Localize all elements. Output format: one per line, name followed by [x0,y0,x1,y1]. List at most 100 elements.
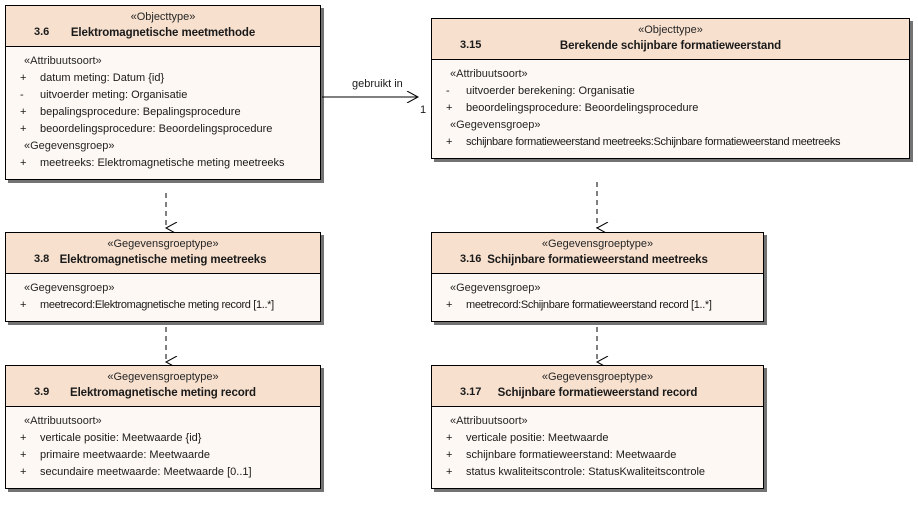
compartment-label: «Gegevensgroep» [24,282,115,294]
class-title-row: 3.15 Berekende schijnbare formatieweerst… [438,37,903,53]
feature-row: + schijnbare formatieweerstand: Meetwaar… [436,447,759,464]
compartment-label: «Attribuutsoort» [450,415,528,427]
class-schijnbare-formatieweerstand-meetreeks[interactable]: «Gegevensgroeptype» 3.16 Schijnbare form… [431,232,764,322]
class-stereotype: «Gegevensgroeptype» [107,238,219,250]
feature-text: datum meting: Datum {id} [40,72,165,84]
class-body: «Gegevensgroep» + meetrecord:Schijnbare … [432,274,763,321]
feature-row: + schijnbare formatieweerstand meetreeks… [436,134,905,151]
class-header: «Gegevensgroeptype» 3.17 Schijnbare form… [432,366,763,407]
class-stereotype: «Gegevensgroeptype» [541,371,654,383]
feature-text: schijnbare formatieweerstand meetreeks:S… [466,136,841,148]
feature-row: - uitvoerder meting: Organisatie [10,87,316,104]
class-stereotype: «Gegevensgroeptype» [107,371,219,383]
visibility-marker: + [20,449,27,461]
feature-text: bepalingsprocedure: Bepalingsprocedure [40,106,241,118]
class-body: «Attribuutsoort» + verticale positie: Me… [6,407,320,488]
visibility-marker: + [20,72,27,84]
feature-row: - uitvoerder berekening: Organisatie [436,83,905,100]
visibility-marker: + [20,106,27,118]
feature-text: schijnbare formatieweerstand: Meetwaarde [466,449,677,461]
class-name: Schijnbare formatieweerstand meetreeks [487,254,708,266]
visibility-marker: + [20,299,27,311]
class-elektromagnetische-meetmethode[interactable]: «Objecttype» 3.6 Elektromagnetische meet… [5,5,321,180]
feature-text: meetrecord:Schijnbare formatieweerstand … [466,299,712,311]
visibility-marker: + [20,432,27,444]
feature-row: + beoordelingsprocedure: Beoordelingspro… [10,121,316,138]
class-number: 3.16 [460,253,482,265]
compartment-label: «Attribuutsoort» [450,68,528,80]
class-header: «Objecttype» 3.6 Elektromagnetische meet… [6,6,320,47]
feature-row: + bepalingsprocedure: Bepalingsprocedure [10,104,316,121]
feature-row: + secundaire meetwaarde: Meetwaarde [0..… [10,464,316,481]
class-number: 3.8 [34,253,50,265]
connector-multiplicity-target: 1 [420,104,427,116]
class-title-row: 3.17 Schijnbare formatieweerstand record [438,384,757,400]
class-stereotype: «Gegevensgroeptype» [541,238,654,250]
feature-row: + verticale positie: Meetwaarde {id} [10,430,316,447]
class-name: Berekende schijnbare formatieweerstand [559,40,782,52]
class-stereotype: «Objecttype» [638,24,703,36]
feature-text: primaire meetwaarde: Meetwaarde [40,449,210,461]
class-body: «Attribuutsoort» - uitvoerder berekening… [432,60,909,158]
visibility-marker: + [446,136,453,148]
class-body: «Gegevensgroep» + meetrecord:Elektromagn… [6,274,320,321]
class-header: «Gegevensgroeptype» 3.16 Schijnbare form… [432,233,763,274]
feature-row: + beoordelingsprocedure: Beoordelingspro… [436,100,905,117]
class-number: 3.6 [34,26,50,38]
class-number: 3.9 [34,386,50,398]
visibility-marker: + [446,299,453,311]
class-body: «Attribuutsoort» + datum meting: Datum {… [6,47,320,179]
visibility-marker: + [20,157,27,169]
connector-label-gebruikt-in: gebruikt in [352,78,403,90]
class-schijnbare-formatieweerstand-record[interactable]: «Gegevensgroeptype» 3.17 Schijnbare form… [431,365,764,489]
class-body: «Attribuutsoort» + verticale positie: Me… [432,407,763,488]
class-number: 3.17 [460,386,482,398]
feature-text: uitvoerder meting: Organisatie [40,89,188,101]
class-header: «Objecttype» 3.15 Berekende schijnbare f… [432,19,909,60]
feature-text: status kwaliteitscontrole: StatusKwalite… [466,466,706,478]
visibility-marker: + [446,466,453,478]
feature-row: + datum meting: Datum {id} [10,70,316,87]
class-name: Elektromagnetische meetmethode [70,27,256,39]
class-elektromagnetische-meting-meetreeks[interactable]: «Gegevensgroeptype» 3.8 Elektromagnetisc… [5,232,321,322]
visibility-marker: + [20,466,27,478]
feature-row: + primaire meetwaarde: Meetwaarde [10,447,316,464]
feature-text: verticale positie: Meetwaarde [466,432,609,444]
class-title-row: 3.16 Schijnbare formatieweerstand meetre… [438,251,757,267]
compartment-label: «Attribuutsoort» [24,55,102,67]
class-number: 3.15 [460,39,482,51]
feature-text: meetreeks: Elektromagnetische meting mee… [40,157,285,169]
class-name: Schijnbare formatieweerstand record [497,387,698,399]
class-elektromagnetische-meting-record[interactable]: «Gegevensgroeptype» 3.9 Elektromagnetisc… [5,365,321,489]
compartment-label: «Attribuutsoort» [24,415,102,427]
feature-text: beoordelingsprocedure: Beoordelingsproce… [40,123,273,135]
feature-text: meetrecord:Elektromagnetische meting rec… [40,299,274,311]
class-name: Elektromagnetische meting meetreeks [59,254,267,266]
feature-text: uitvoerder berekening: Organisatie [466,85,635,97]
visibility-marker: + [20,123,27,135]
feature-text: secundaire meetwaarde: Meetwaarde [0..1] [40,466,252,478]
visibility-marker: + [446,102,453,114]
feature-text: verticale positie: Meetwaarde {id} [40,432,202,444]
class-stereotype: «Objecttype» [130,11,196,23]
visibility-marker: + [446,449,453,461]
compartment-label: «Gegevensgroep» [450,282,541,294]
class-berekende-schijnbare-formatieweerstand[interactable]: «Objecttype» 3.15 Berekende schijnbare f… [431,18,910,159]
visibility-marker: + [446,432,453,444]
class-header: «Gegevensgroeptype» 3.9 Elektromagnetisc… [6,366,320,407]
feature-row: + verticale positie: Meetwaarde [436,430,759,447]
feature-row: + meetrecord:Schijnbare formatieweerstan… [436,297,759,314]
feature-row: + meetreeks: Elektromagnetische meting m… [10,155,316,172]
visibility-marker: - [446,85,450,97]
class-title-row: 3.9 Elektromagnetische meting record [12,384,314,400]
feature-text: beoordelingsprocedure: Beoordelingsproce… [466,102,699,114]
feature-row: + meetrecord:Elektromagnetische meting r… [10,297,316,314]
visibility-marker: - [20,89,24,101]
class-title-row: 3.8 Elektromagnetische meting meetreeks [12,251,314,267]
compartment-label: «Gegevensgroep» [450,119,541,131]
class-title-row: 3.6 Elektromagnetische meetmethode [12,24,314,40]
feature-row: + status kwaliteitscontrole: StatusKwali… [436,464,759,481]
compartment-label: «Gegevensgroep» [24,140,115,152]
